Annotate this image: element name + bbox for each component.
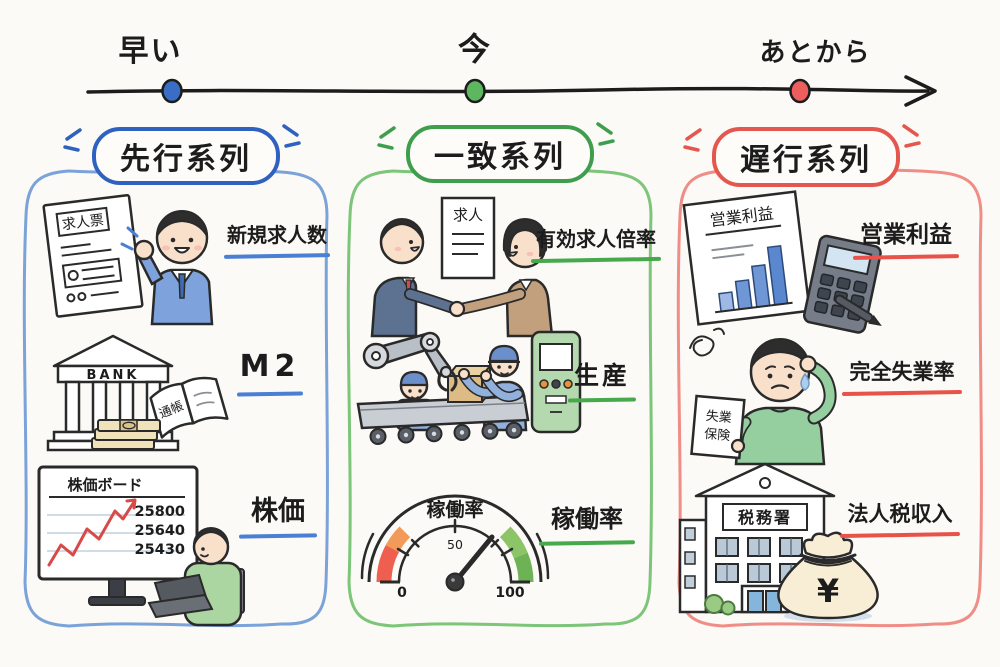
sparkle-icon xyxy=(596,122,615,146)
job-posting-illustration: 求人票 xyxy=(42,194,214,326)
gauge-max: 100 xyxy=(495,585,524,601)
indicator-label: 株価 xyxy=(232,496,324,539)
sparkle-icon xyxy=(902,124,921,148)
label-underline xyxy=(567,397,637,403)
money-bag-symbol: ¥ xyxy=(817,572,839,610)
timeline-arrow xyxy=(86,75,937,107)
tax-office-sign: 税務署 xyxy=(738,508,792,527)
bank-money-illustration: BANK 通帳 xyxy=(46,334,229,452)
indicator-label-text: 新規求人数 xyxy=(227,223,327,247)
factory-illustration xyxy=(356,330,582,445)
doc-title: 求人票 xyxy=(61,212,105,233)
sparkle-icon xyxy=(63,128,82,152)
indicator-label-text: 株価 xyxy=(251,496,305,527)
indicator-label: 生産 xyxy=(558,361,646,403)
timeline-label-early: 早い xyxy=(118,34,183,69)
indicator-label: 完全失業率 xyxy=(838,360,966,397)
stock-value-3: 25430 xyxy=(135,542,185,558)
gauge-illustration: 稼働率 50 0 100 xyxy=(360,494,550,601)
sparkle-icon xyxy=(282,124,301,148)
gauge-min: 0 xyxy=(397,585,407,601)
indicator-label-text: 稼働率 xyxy=(551,505,623,533)
stock-board-illustration: 株価ボード 25800 25640 25430 xyxy=(37,465,245,627)
indicator-label: 営業利益 xyxy=(850,222,962,261)
stock-value-2: 25640 xyxy=(135,523,185,539)
tax-office-illustration: 税務署 ¥ xyxy=(678,462,879,622)
column-header-leading: 先行系列 xyxy=(92,127,280,185)
column-border-coincident xyxy=(346,168,653,628)
jobs-paper-label: 求人 xyxy=(453,206,483,224)
profit-report-illustration: 営業利益 xyxy=(682,190,882,334)
stock-board-title: 株価ボード xyxy=(67,476,142,494)
column-border-leading xyxy=(22,168,329,628)
gauge-title: 稼働率 xyxy=(426,498,483,521)
indicator-label-text: 法人税収入 xyxy=(847,502,953,526)
indicator-label: 有効求人倍率 xyxy=(528,227,664,264)
indicator-label: M2 xyxy=(228,349,312,397)
unemployment-paper-line2: 保険 xyxy=(704,427,731,444)
unemployment-paper-line1: 失業 xyxy=(705,408,732,426)
indicator-label-text: 有効求人倍率 xyxy=(536,227,656,251)
label-underline xyxy=(538,539,636,546)
handshake-illustration: 求人 xyxy=(370,196,554,338)
indicator-label-text: M2 xyxy=(239,349,301,384)
indicator-label: 稼働率 xyxy=(534,505,640,546)
unemployed-person-illustration: 失業 保険 xyxy=(689,327,837,466)
timeline-label-later: あとから xyxy=(759,38,872,68)
gauge-mid: 50 xyxy=(447,537,463,552)
column-border-lagging xyxy=(676,168,983,628)
label-underline xyxy=(238,533,318,539)
indicator-label: 法人税収入 xyxy=(836,502,964,539)
column-header-lagging: 遅行系列 xyxy=(712,127,900,187)
column-header-coincident: 一致系列 xyxy=(406,125,594,183)
timeline-label-now: 今 xyxy=(457,30,492,68)
indicator-label: 新規求人数 xyxy=(220,223,334,259)
indicator-label-text: 完全失業率 xyxy=(849,360,955,384)
timeline-dot-leading xyxy=(161,78,183,104)
timeline-dot-coincident xyxy=(464,78,486,104)
sparkle-icon xyxy=(683,128,702,152)
indicator-label-text: 営業利益 xyxy=(860,222,952,248)
bank-sign: BANK xyxy=(87,368,140,383)
stock-value-1: 25800 xyxy=(135,504,185,520)
label-underline xyxy=(236,390,304,397)
sparkle-icon xyxy=(377,126,396,150)
timeline-dot-lagging xyxy=(789,78,811,104)
indicator-label-text: 生産 xyxy=(573,361,630,390)
